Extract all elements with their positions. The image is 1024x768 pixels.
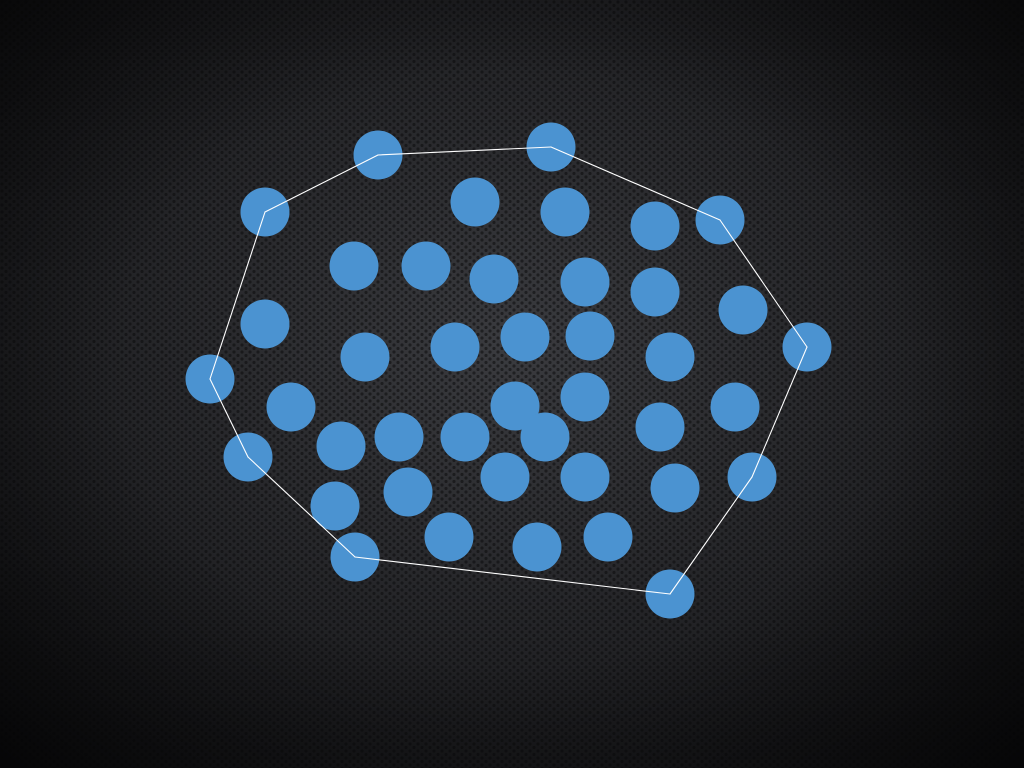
point-8 [329, 241, 379, 291]
point-23 [490, 381, 540, 431]
point-35 [480, 452, 530, 502]
hull-edge-7 [247, 456, 356, 558]
point-5 [540, 187, 590, 237]
point-22 [266, 382, 316, 432]
point-34 [383, 467, 433, 517]
point-17 [430, 322, 480, 372]
point-13 [240, 299, 290, 349]
hull-edge-5 [669, 476, 753, 595]
point-12 [630, 267, 680, 317]
point-6 [630, 201, 680, 251]
point-20 [645, 332, 695, 382]
point-40 [583, 512, 633, 562]
point-28 [440, 412, 490, 462]
hull-edge-3 [719, 219, 808, 348]
point-9 [401, 241, 451, 291]
hull-edge-8 [209, 378, 249, 458]
hull-edge-6 [354, 556, 671, 595]
point-4 [450, 177, 500, 227]
hull-edge-10 [264, 154, 379, 213]
hull-edge-9 [209, 211, 266, 380]
point-39 [512, 522, 562, 572]
point-16 [340, 332, 390, 382]
point-24 [560, 372, 610, 422]
point-27 [374, 412, 424, 462]
point-14 [718, 285, 768, 335]
point-29 [520, 412, 570, 462]
point-18 [500, 312, 550, 362]
hull-edge-4 [751, 346, 808, 478]
point-19 [565, 311, 615, 361]
hull-edge-1 [377, 146, 552, 156]
point-11 [560, 257, 610, 307]
point-36 [560, 452, 610, 502]
point-37 [650, 463, 700, 513]
point-38 [424, 512, 474, 562]
point-25 [710, 382, 760, 432]
hull-edge-2 [550, 146, 721, 221]
point-30 [635, 402, 685, 452]
point-26 [316, 421, 366, 471]
point-10 [469, 254, 519, 304]
hull-layer [209, 146, 808, 595]
point-33 [310, 481, 360, 531]
